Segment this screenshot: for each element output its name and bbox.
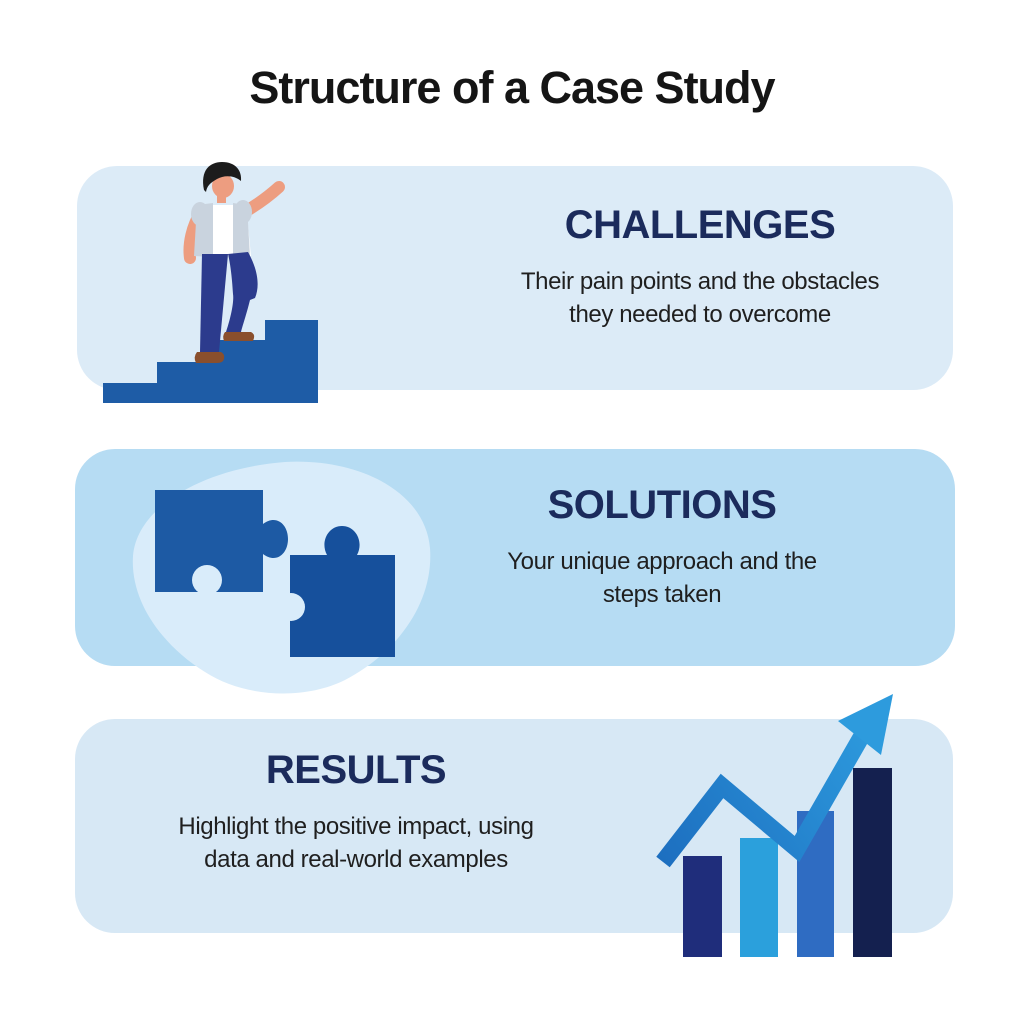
solutions-heading: SOLUTIONS bbox=[547, 483, 777, 527]
puzzle-notch-left-piece bbox=[192, 565, 222, 595]
trend-arrow-shaft bbox=[656, 715, 879, 868]
man-shoe-left bbox=[194, 352, 225, 363]
stairs-icon bbox=[103, 320, 318, 403]
results-description: Highlight the positive impact, using dat… bbox=[156, 810, 556, 876]
man-figure bbox=[183, 162, 285, 363]
chart-bar-4 bbox=[853, 768, 892, 957]
challenges-description-line-1: Their pain points and the obstacles bbox=[520, 268, 880, 295]
puzzle-piece-left bbox=[155, 490, 288, 592]
results-heading: RESULTS bbox=[265, 748, 447, 792]
man-shoe-right bbox=[223, 332, 255, 341]
challenges-description: Their pain points and the obstacles they… bbox=[500, 265, 900, 331]
chart-bar-2 bbox=[740, 838, 778, 957]
man-hair bbox=[203, 162, 242, 192]
man-face bbox=[212, 174, 234, 198]
challenges-heading: CHALLENGES bbox=[564, 203, 836, 247]
chart-bar-1 bbox=[683, 856, 722, 957]
puzzle-notch-right-piece bbox=[277, 593, 305, 621]
results-description-line-2: data and real-world examples bbox=[204, 846, 508, 873]
results-text-block: RESULTS Highlight the positive impact, u… bbox=[156, 748, 556, 876]
up-arrow-icon bbox=[838, 694, 893, 755]
results-description-line-1: Highlight the positive impact, using bbox=[178, 813, 534, 840]
growth-bar-chart-illustration bbox=[656, 694, 893, 957]
puzzle-piece-right bbox=[290, 526, 395, 657]
solutions-description-line-2: steps taken bbox=[602, 581, 722, 608]
man-neck bbox=[217, 193, 226, 203]
page-title: Structure of a Case Study bbox=[249, 62, 775, 113]
solutions-description: Your unique approach and the steps taken bbox=[462, 545, 862, 611]
man-leg-standing bbox=[200, 254, 228, 352]
challenges-text-block: CHALLENGES Their pain points and the obs… bbox=[500, 203, 900, 331]
puzzle-pieces-illustration bbox=[132, 461, 431, 694]
solutions-text-block: SOLUTIONS Your unique approach and the s… bbox=[462, 483, 862, 611]
solutions-description-line-1: Your unique approach and the bbox=[507, 548, 817, 575]
challenges-description-line-2: they needed to overcome bbox=[569, 301, 831, 328]
man-sleeve-left bbox=[191, 202, 209, 226]
man-leg-raised bbox=[226, 252, 258, 332]
man-climbing-stairs-illustration bbox=[103, 162, 318, 403]
man-sleeve-right bbox=[234, 200, 252, 224]
